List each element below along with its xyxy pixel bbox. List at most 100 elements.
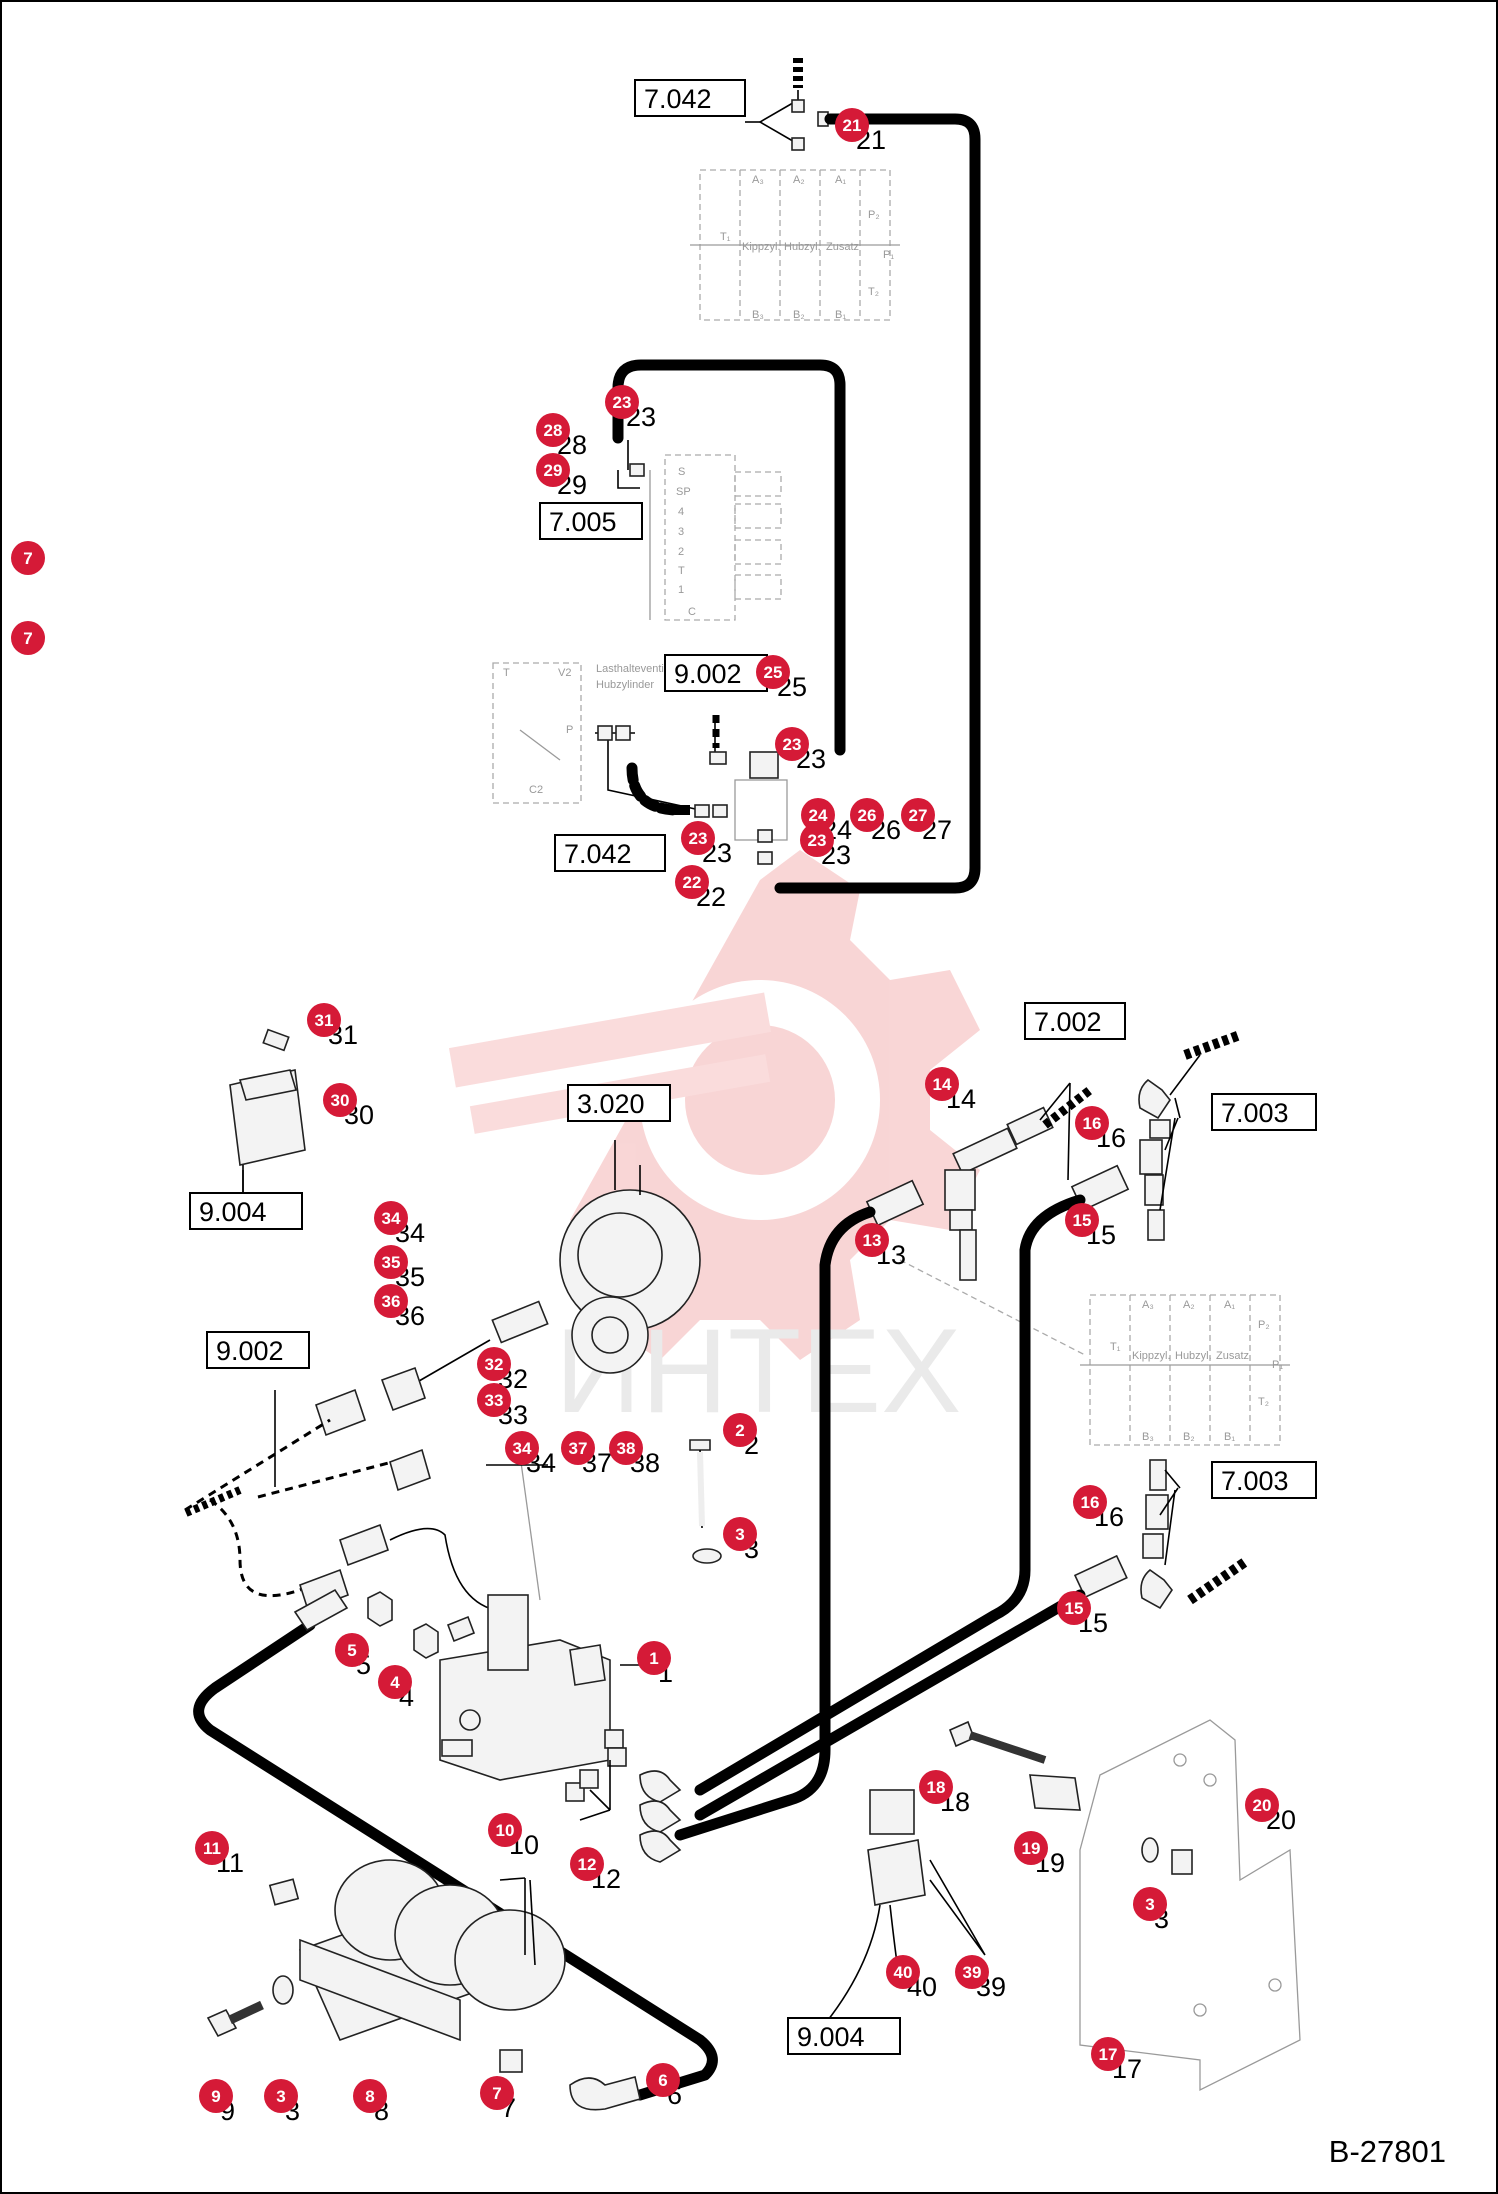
callout-badge-number: 34 [513, 1439, 532, 1458]
upper-label-p1: P₁ [883, 249, 894, 261]
tee-fittings [865, 1030, 1248, 1610]
reference-box[interactable]: 7.042 [634, 79, 746, 117]
callout-badge-number: 10 [496, 1821, 515, 1840]
control-label-4: 4 [678, 506, 684, 518]
callout-4[interactable]: 44 [378, 1665, 414, 1712]
callout-6[interactable]: 66 [646, 2063, 682, 2110]
reference-box[interactable]: 9.002 [206, 1331, 310, 1369]
holding-label-v2: V2 [558, 667, 571, 679]
reference-box[interactable]: 7.003 [1211, 1461, 1317, 1499]
lower-label-t2: T₂ [1258, 1396, 1269, 1408]
reference-box[interactable]: 7.003 [1211, 1093, 1317, 1131]
callout-badge-number: 40 [894, 1963, 913, 1982]
control-label-2: 2 [678, 546, 684, 558]
callout-2[interactable]: 22 [723, 1413, 759, 1460]
upper-valve-block-schematic: A₃ A₂ A₁ Kippzyl. Hubzyl. Zusatz T₁ T₂ P… [690, 169, 900, 321]
callout-7[interactable]: 7 [11, 541, 45, 575]
callout-badge-number: 26 [858, 806, 877, 825]
callout-badge-number: 24 [809, 806, 828, 825]
callout-badge: 21 [835, 108, 869, 142]
reference-box[interactable]: 7.005 [539, 502, 643, 540]
callout-7[interactable]: 77 [480, 2076, 516, 2123]
callout-badge: 3 [264, 2079, 298, 2113]
callout-badge: 3 [1133, 1887, 1167, 1921]
callout-badge-number: 20 [1253, 1796, 1272, 1815]
reference-box[interactable]: 9.002 [664, 654, 768, 692]
reference-box[interactable]: 7.042 [554, 834, 666, 872]
callout-badge-number: 3 [1145, 1895, 1154, 1914]
callout-badge-number: 14 [933, 1075, 952, 1094]
reference-label: 7.005 [549, 507, 617, 537]
sensor-cables [184, 1300, 549, 1612]
callout-badge: 33 [477, 1383, 511, 1417]
callout-badge-number: 3 [276, 2087, 285, 2106]
callout-badge-number: 23 [689, 829, 708, 848]
callout-7[interactable]: 7 [11, 621, 45, 655]
hose-21 [774, 113, 981, 894]
callout-badge-number: 5 [347, 1641, 356, 1660]
reference-box[interactable]: 9.004 [787, 2017, 901, 2055]
reference-box[interactable]: 3.020 [567, 1084, 671, 1122]
lower-label-a1: A₁ [1224, 1299, 1235, 1311]
callout-badge: 29 [536, 453, 570, 487]
callout-1[interactable]: 11 [637, 1641, 673, 1688]
callout-3[interactable]: 33 [1133, 1887, 1169, 1934]
reference-label: 3.020 [577, 1089, 645, 1119]
reference-box[interactable]: 7.002 [1024, 1002, 1126, 1040]
holding-valve-schematic: T V2 Lasthalteventil Hubzylinder P C2 [492, 662, 701, 811]
callout-badge-number: 23 [613, 393, 632, 412]
callout-badge: 22 [675, 865, 709, 899]
reference-box[interactable]: 9.004 [189, 1192, 303, 1230]
callout-badge-number: 19 [1022, 1839, 1041, 1858]
callout-5[interactable]: 55 [335, 1633, 371, 1680]
callout-9[interactable]: 99 [199, 2079, 235, 2126]
control-label-s: S [678, 466, 685, 478]
callout-badge: 15 [1065, 1203, 1099, 1237]
upper-label-kippzyl: Kippzyl. [742, 241, 781, 253]
callout-3[interactable]: 33 [264, 2079, 300, 2126]
callout-3[interactable]: 33 [723, 1517, 759, 1564]
lower-label-kippzyl: Kippzyl. [1132, 1350, 1171, 1362]
callout-badge: 23 [605, 385, 639, 419]
upper-label-t2: T₂ [868, 286, 879, 298]
upper-label-b1: B₁ [835, 309, 846, 321]
callout-8[interactable]: 88 [353, 2079, 389, 2126]
callout-badge-number: 28 [544, 421, 563, 440]
